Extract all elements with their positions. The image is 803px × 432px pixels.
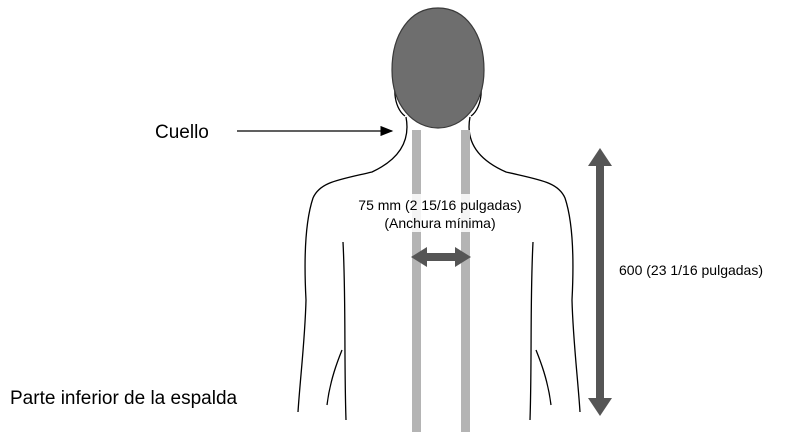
length-arrow (588, 148, 612, 416)
head-silhouette (392, 8, 484, 128)
left-strip (412, 130, 421, 432)
right-strip (461, 130, 470, 432)
neck-label: Cuello (155, 122, 209, 143)
length-label: 600 (23 1/16 pulgadas) (619, 262, 763, 278)
lower-back-label: Parte inferior de la espalda (10, 388, 238, 409)
width-label-line1: 75 mm (2 15/16 pulgadas) (358, 197, 521, 213)
width-label-line2: (Anchura mínima) (384, 215, 495, 231)
